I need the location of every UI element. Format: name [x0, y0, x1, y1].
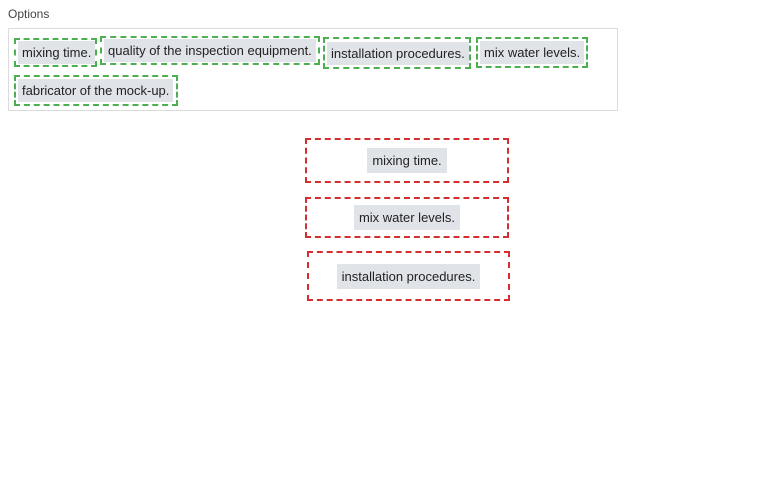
placed-answer[interactable]: mix water levels. [353, 205, 461, 230]
option-fabricator-mock-up[interactable]: fabricator of the mock-up. [14, 75, 178, 106]
option-label: installation procedures. [327, 41, 469, 65]
option-label: fabricator of the mock-up. [18, 79, 174, 102]
option-installation-procedures[interactable]: installation procedures. [323, 37, 471, 69]
drop-zone-2[interactable]: mix water levels. [305, 197, 509, 238]
options-label: Options [8, 7, 50, 21]
option-label: mixing time. [18, 41, 96, 64]
option-label: mix water levels. [480, 41, 585, 64]
option-mixing-time[interactable]: mixing time. [14, 38, 97, 67]
drop-zone-1[interactable]: mixing time. [305, 138, 509, 183]
drop-zone-3[interactable]: installation procedures. [307, 251, 510, 301]
option-mix-water-levels[interactable]: mix water levels. [476, 37, 588, 68]
option-quality-inspection-equipment[interactable]: quality of the inspection equipment. [100, 36, 320, 65]
option-label: quality of the inspection equipment. [104, 39, 316, 62]
placed-answer[interactable]: installation procedures. [336, 263, 481, 289]
placed-answer[interactable]: mixing time. [367, 148, 447, 173]
